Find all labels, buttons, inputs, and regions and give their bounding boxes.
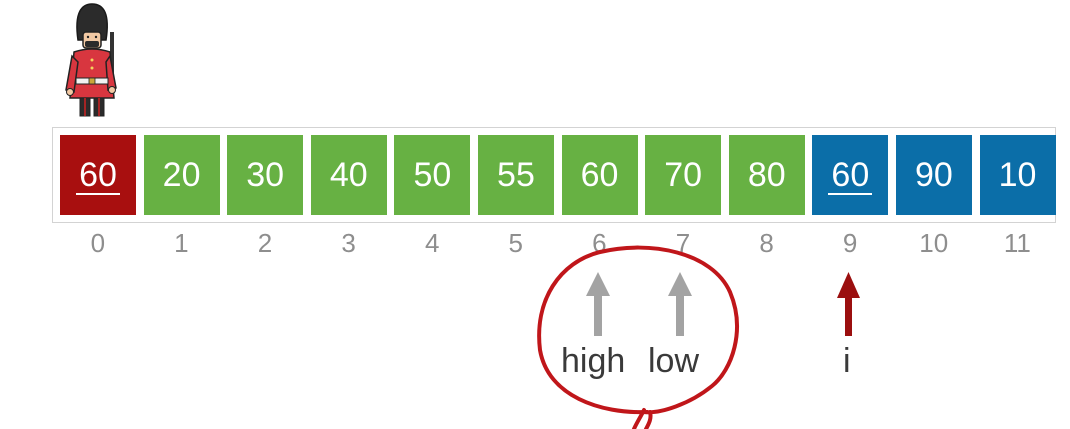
cell-value: 70 xyxy=(664,155,703,194)
array-cell-3: 40 xyxy=(310,135,387,215)
array-slot-1: 20 xyxy=(140,132,224,228)
array-slot-0: 60 xyxy=(56,132,140,228)
index-label: 1 xyxy=(174,228,189,258)
cell-value: 20 xyxy=(162,155,201,194)
annotation-tail-icon xyxy=(632,408,653,429)
array-cell-6: 60 xyxy=(561,135,638,215)
array-slot-4: 50 xyxy=(390,132,474,228)
array-cell-7: 70 xyxy=(645,135,722,215)
index-label: 5 xyxy=(508,228,523,258)
array-cell-10: 90 xyxy=(895,135,972,215)
array-slot-6: 60 xyxy=(558,132,642,228)
cell-value: 50 xyxy=(413,155,452,194)
array-cell-0: 60 xyxy=(60,135,136,215)
array-slot-3: 40 xyxy=(307,132,391,228)
array-slot-7: 70 xyxy=(641,132,725,228)
cell-value: 40 xyxy=(329,155,368,194)
array-slot-8: 80 xyxy=(725,132,809,228)
cell-value: 60 xyxy=(831,155,870,194)
high-pointer-label: high xyxy=(561,342,626,380)
index-label: 9 xyxy=(842,228,858,258)
array-slot-11: 10 xyxy=(976,132,1060,228)
index-label: 2 xyxy=(257,228,273,258)
pivot-underline xyxy=(76,193,120,195)
index-labels: 0 1 2 3 4 5 6 7 8 9 10 11 xyxy=(56,228,1059,259)
pivot-match-underline xyxy=(828,193,873,195)
array-cells: 60 20 30 40 50 55 60 70 xyxy=(52,127,1063,228)
annotation-circle-icon xyxy=(537,245,739,415)
index-label: 4 xyxy=(424,228,440,258)
cell-value: 60 xyxy=(79,155,117,194)
cell-value: 90 xyxy=(915,155,953,194)
royal-guard-icon xyxy=(65,3,117,117)
array-cell-5: 55 xyxy=(477,135,554,215)
cell-value: 30 xyxy=(246,155,285,194)
cell-value: 80 xyxy=(747,155,786,194)
index-label: 10 xyxy=(919,228,949,258)
low-pointer-label: low xyxy=(648,342,700,380)
array-cell-2: 30 xyxy=(227,135,304,215)
array-cell-9: 60 xyxy=(812,135,889,215)
cell-value: 60 xyxy=(580,155,619,194)
array-slot-10: 90 xyxy=(892,132,976,228)
index-label: 3 xyxy=(341,228,356,258)
index-label: 8 xyxy=(759,228,774,258)
array-slot-9: 60 xyxy=(808,132,892,228)
i-arrow-icon xyxy=(837,272,860,336)
high-arrow-icon xyxy=(586,272,610,336)
array-cell-4: 50 xyxy=(394,135,471,215)
index-label: 0 xyxy=(90,228,106,258)
array-cell-8: 80 xyxy=(728,135,805,215)
array-cell-11: 10 xyxy=(979,135,1056,215)
low-arrow-icon xyxy=(668,272,692,336)
array-cell-1: 20 xyxy=(143,135,220,215)
i-pointer-label: i xyxy=(843,342,851,380)
array-slot-2: 30 xyxy=(223,132,307,228)
index-label: 7 xyxy=(675,228,691,258)
cell-value: 55 xyxy=(497,155,535,194)
cell-value: 10 xyxy=(998,155,1037,194)
index-label: 11 xyxy=(1003,228,1031,258)
array-slot-5: 55 xyxy=(474,132,558,228)
